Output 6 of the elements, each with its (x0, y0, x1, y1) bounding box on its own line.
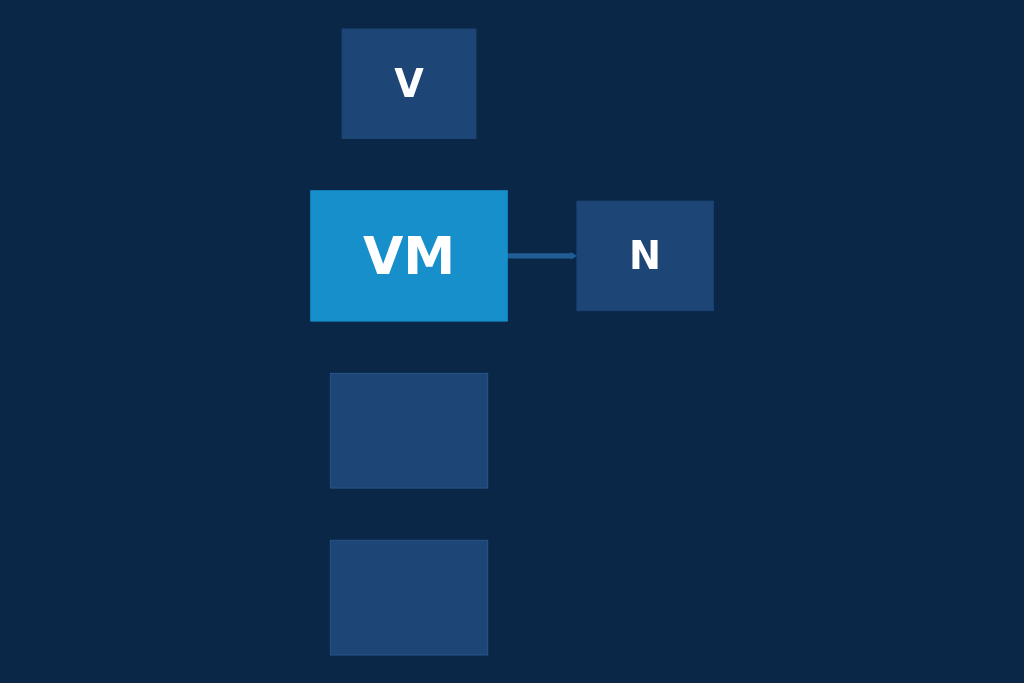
node-box: V (341, 28, 477, 139)
node-box: N (576, 200, 714, 311)
node-box: VM (310, 189, 508, 322)
node-box (329, 539, 489, 655)
node-box (329, 372, 489, 489)
arrow (507, 251, 578, 260)
